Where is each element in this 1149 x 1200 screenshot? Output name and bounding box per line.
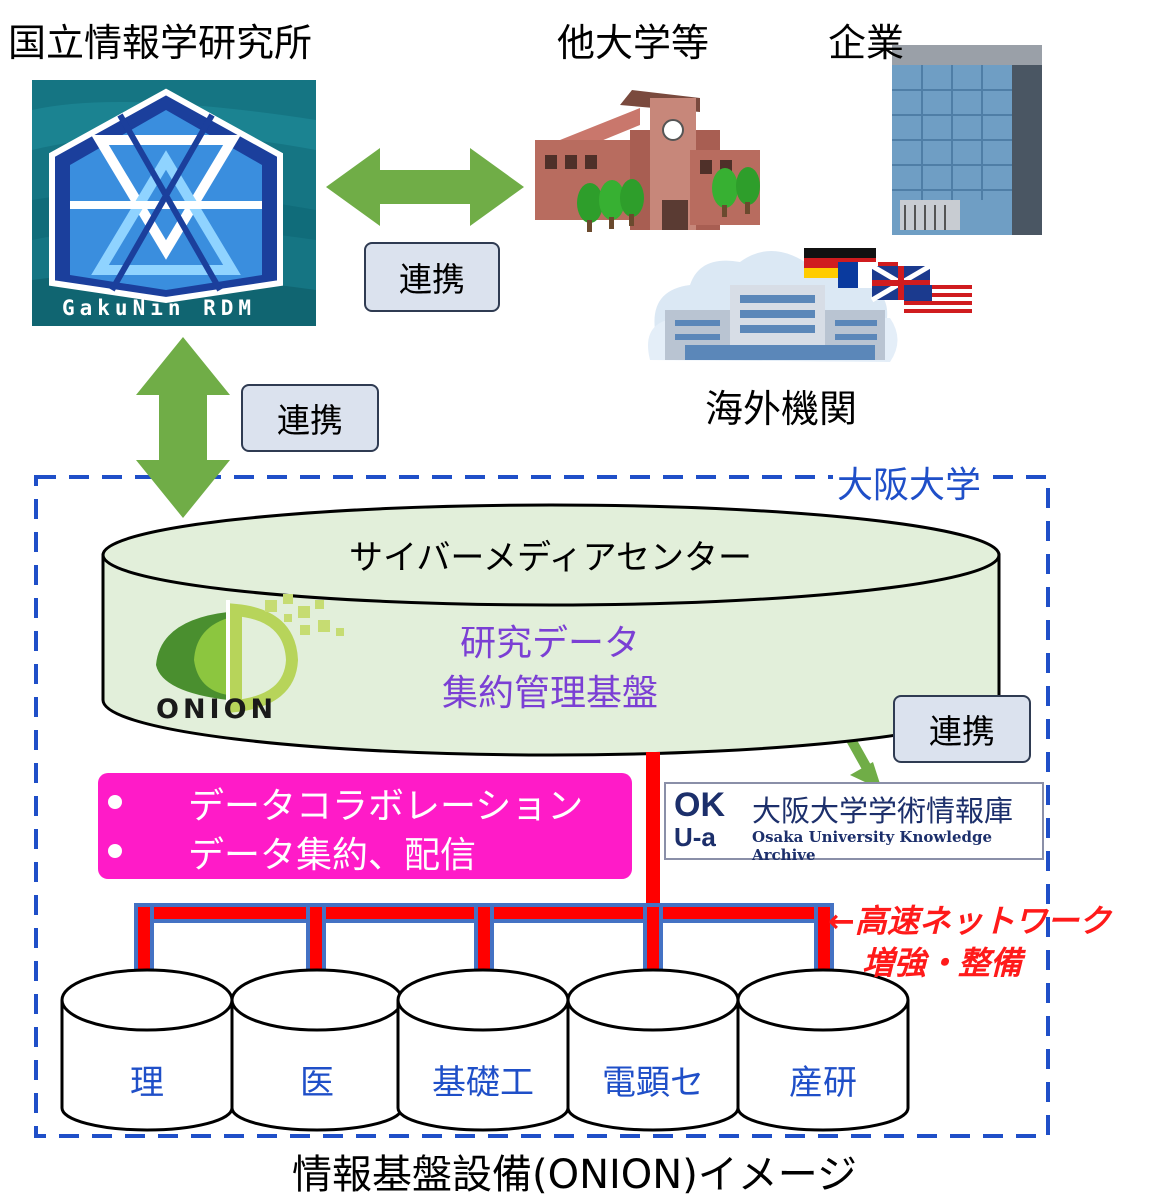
department-label: 医: [300, 1063, 334, 1103]
link-arrow-vertical: [136, 337, 230, 518]
companies-label: 企業: [828, 21, 905, 65]
department-cylinders: [60, 968, 910, 1132]
network-label-line2: 増強・整備: [862, 944, 1023, 982]
department-label: 基礎工: [432, 1063, 534, 1103]
network-drops: [134, 903, 834, 973]
bullet-icon: [108, 844, 122, 858]
onion-logo-mark: [156, 594, 344, 713]
corporate-building-image: [892, 45, 1042, 235]
universities-label: 他大学等: [557, 21, 710, 65]
link-badge-horizontal: 連携: [364, 242, 500, 312]
repository-name-jp: 大阪大学学術情報庫: [752, 794, 1014, 828]
system-name-line2: 集約管理基盤: [441, 673, 658, 714]
link-arrow-horizontal: [326, 148, 524, 226]
gakunin-rdm-logo: [32, 80, 316, 326]
feature-item: データ集約、配信: [188, 835, 477, 876]
department-label: 産研: [789, 1063, 857, 1103]
bullet-icon: [108, 795, 122, 809]
gakunin-rdm-logo-text: GakuNin RDM: [62, 296, 257, 320]
cybermedia-center-cylinder: [101, 503, 1001, 757]
cybermedia-center-label: サイバーメディアセンター: [349, 538, 752, 578]
overseas-institution-image: [648, 248, 972, 362]
osaka-university-label: 大阪大学: [833, 456, 986, 508]
overseas-label: 海外機関: [705, 387, 858, 431]
department-label: 理: [130, 1063, 164, 1103]
onion-logo-text: ONION: [156, 694, 278, 725]
nii-label: 国立情報学研究所: [8, 21, 313, 65]
department-label: 電顕セ: [602, 1063, 704, 1103]
link-badge-vertical: 連携: [241, 384, 379, 452]
repository-mark-bottom: U-a: [674, 822, 716, 852]
flags-image: [804, 248, 972, 313]
system-name-line1: 研究データ: [459, 623, 640, 664]
osaka-university-boundary: [34, 475, 1050, 1138]
university-building-image: [535, 90, 760, 232]
link-badge-repository: 連携: [893, 695, 1031, 763]
repository-logo: OK U-a 大阪大学学術情報庫 Osaka University Knowle…: [664, 782, 1044, 864]
network-trunk: [646, 752, 660, 912]
repository-name-en: Osaka University Knowledge Archive: [752, 828, 993, 864]
feature-box: データコラボレーション データ集約、配信: [98, 773, 632, 879]
repository-mark-top: OK: [674, 786, 725, 824]
feature-item: データコラボレーション: [188, 786, 584, 827]
diagram-caption: 情報基盤設備(ONION)イメージ: [291, 1152, 858, 1198]
network-label-line1: ←高速ネットワーク: [828, 902, 1111, 940]
